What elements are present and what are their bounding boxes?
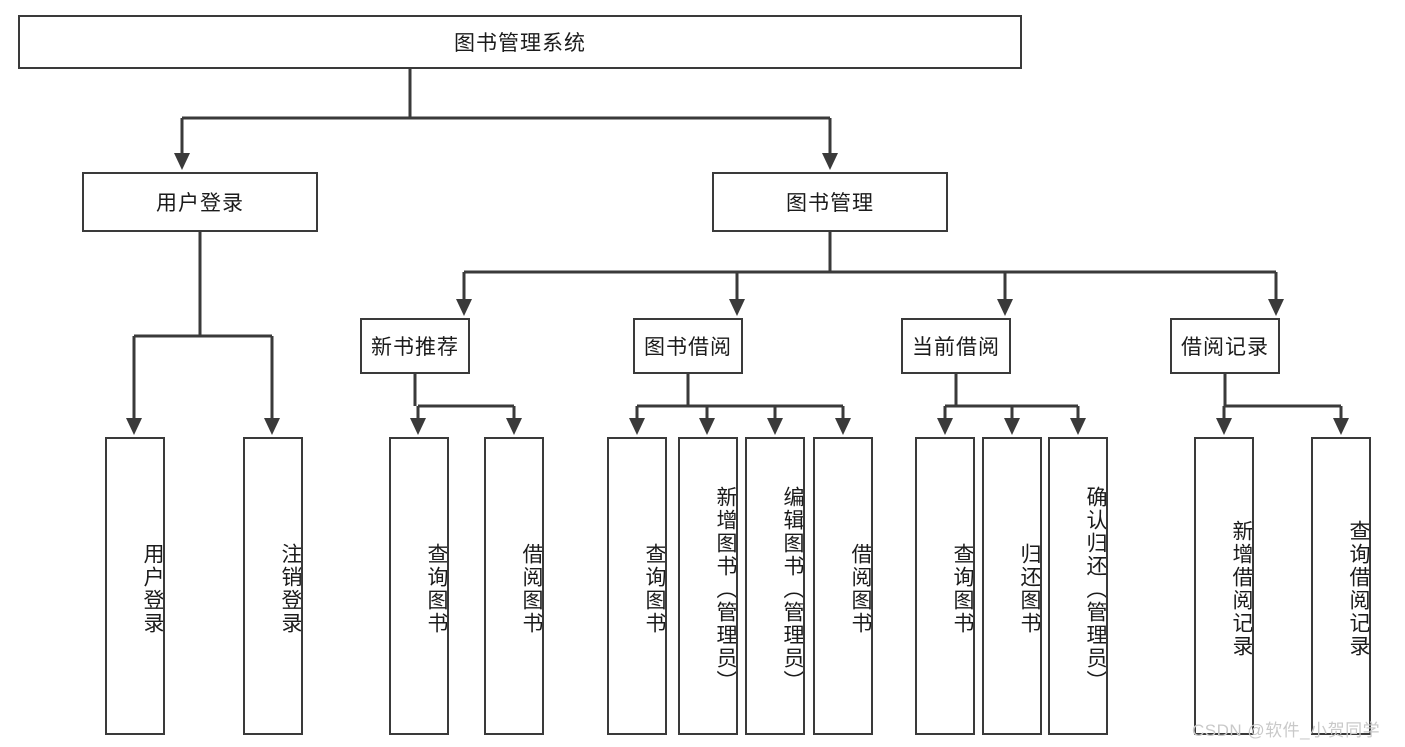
node-leaf-record-search[interactable]: 查询借阅记录 [1311,437,1371,735]
node-label: 借阅图书 [520,543,543,635]
book-borrow-split-arrow-3 [835,418,851,435]
node-label: 查询图书 [643,543,666,635]
node-label: 注销登录 [279,543,302,635]
node-label: 图书借阅 [644,336,732,359]
node-leaf-current-return-book[interactable]: 归还图书 [982,437,1042,735]
node-label: 归还图书 [1018,543,1041,635]
node-book-borrow[interactable]: 图书借阅 [633,318,743,374]
new-book-split-arrow-1 [506,418,522,435]
node-label: 用户登录 [141,543,164,635]
book-borrow-split-arrow-2 [767,418,783,435]
node-new-book-recommend[interactable]: 新书推荐 [360,318,470,374]
node-leaf-user-logout[interactable]: 注销登录 [243,437,303,735]
node-leaf-borrow-edit-book[interactable]: 编辑图书（管理员） [745,437,805,735]
node-label: 查询图书 [425,543,448,635]
node-label: 查询借阅记录 [1347,520,1370,658]
node-label: 当前借阅 [912,336,1000,359]
root-split-arrow-1 [822,153,838,170]
node-label: 图书管理 [786,192,874,215]
node-leaf-current-query-book[interactable]: 查询图书 [915,437,975,735]
borrow-record-split-arrow-1 [1333,418,1349,435]
book-manage-split-arrow-2 [997,299,1013,316]
node-current-borrow[interactable]: 当前借阅 [901,318,1011,374]
current-borrow-split-arrow-2 [1070,418,1086,435]
node-label: 借阅记录 [1181,336,1269,359]
node-label: 新增借阅记录 [1230,520,1253,658]
node-label: 借阅图书 [849,543,872,635]
book-manage-split-arrow-0 [456,299,472,316]
node-label: 查询图书 [951,543,974,635]
book-borrow-split-arrow-1 [699,418,715,435]
node-root-system[interactable]: 图书管理系统 [18,15,1022,69]
current-borrow-split-arrow-1 [1004,418,1020,435]
root-split-arrow-0 [174,153,190,170]
node-leaf-recommend-borrow-book[interactable]: 借阅图书 [484,437,544,735]
node-leaf-user-login[interactable]: 用户登录 [105,437,165,735]
current-borrow-split-arrow-0 [937,418,953,435]
node-leaf-borrow-query-book[interactable]: 查询图书 [607,437,667,735]
book-manage-split-arrow-3 [1268,299,1284,316]
book-manage-split-arrow-1 [729,299,745,316]
node-label: 新书推荐 [371,336,459,359]
user-login-split-arrow-0 [126,418,142,435]
new-book-split-arrow-0 [410,418,426,435]
node-label: 编辑图书（管理员） [781,485,804,693]
node-label: 新增图书（管理员） [714,485,737,693]
node-leaf-current-confirm-return[interactable]: 确认归还（管理员） [1048,437,1108,735]
node-leaf-record-add[interactable]: 新增借阅记录 [1194,437,1254,735]
book-borrow-split-arrow-0 [629,418,645,435]
node-book-manage[interactable]: 图书管理 [712,172,948,232]
node-label: 用户登录 [156,192,244,215]
borrow-record-split-arrow-0 [1216,418,1232,435]
node-borrow-record[interactable]: 借阅记录 [1170,318,1280,374]
node-user-login[interactable]: 用户登录 [82,172,318,232]
node-leaf-borrow-do-borrow[interactable]: 借阅图书 [813,437,873,735]
user-login-split-arrow-1 [264,418,280,435]
node-label: 图书管理系统 [454,32,586,55]
node-leaf-recommend-query-book[interactable]: 查询图书 [389,437,449,735]
node-label: 确认归还（管理员） [1084,485,1107,693]
node-leaf-borrow-add-book[interactable]: 新增图书（管理员） [678,437,738,735]
csdn-watermark: CSDN @软件_小贺同学 [1192,721,1381,740]
